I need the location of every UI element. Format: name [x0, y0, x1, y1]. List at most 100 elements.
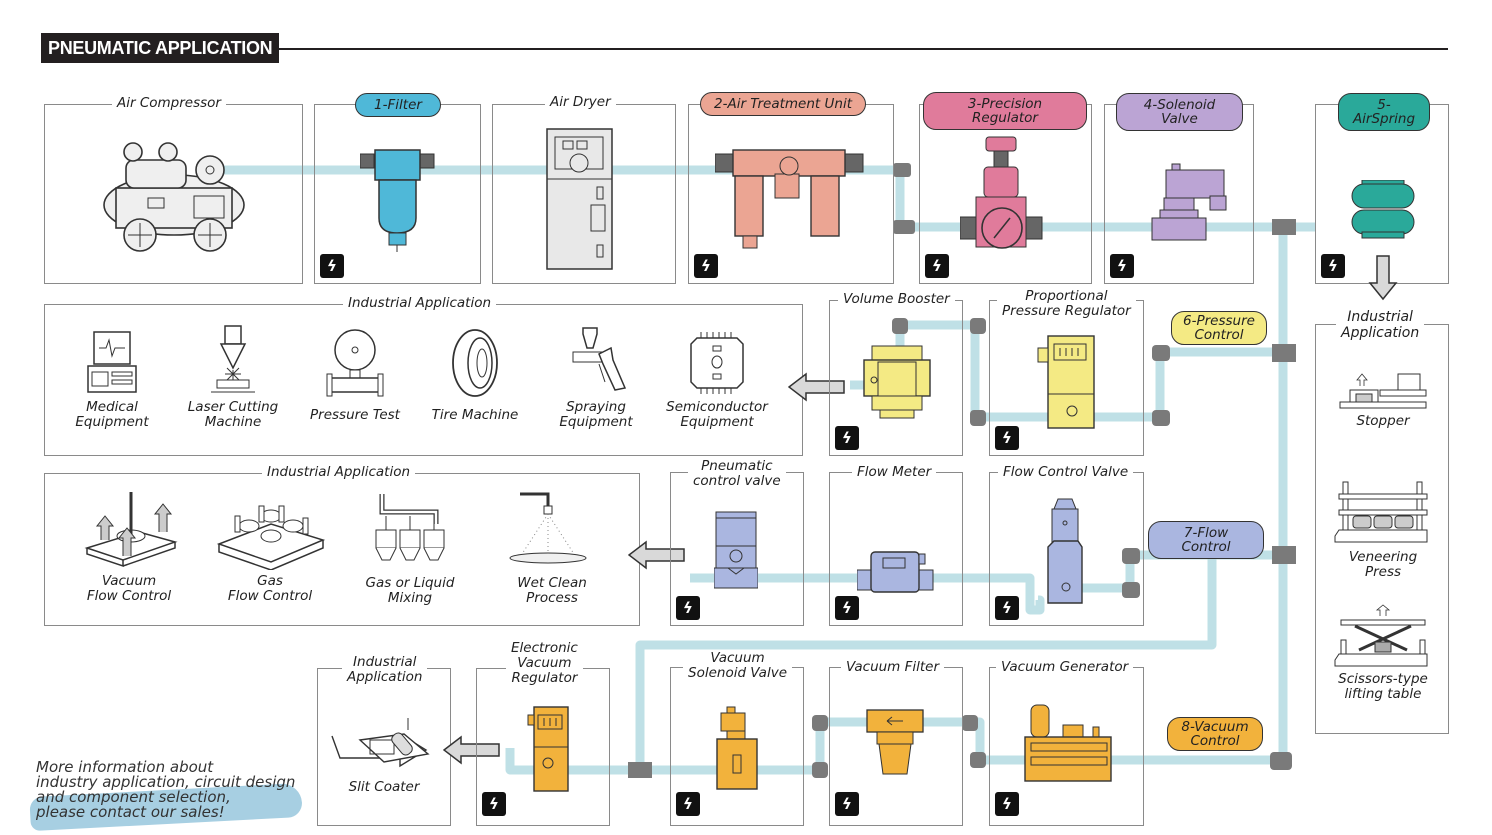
- product-link-badge[interactable]: ϟ: [835, 792, 859, 816]
- proportional-regulator-icon: [1037, 335, 1095, 429]
- fitting-elbow: [812, 762, 828, 778]
- arrow-left-icon: [788, 372, 845, 402]
- product-link-badge[interactable]: ϟ: [995, 792, 1019, 816]
- air-treatment-tag: 2-Air Treatment Unit: [700, 92, 866, 116]
- app-tire-machine: Tire Machine: [425, 328, 525, 423]
- app-medical-equipment: Medical Equipment: [62, 330, 162, 430]
- product-link-badge[interactable]: ϟ: [676, 792, 700, 816]
- fitting-elbow: [1122, 548, 1140, 564]
- flow-control-valve-label: Flow Control Valve: [998, 465, 1134, 480]
- volume-booster-label: Volume Booster: [838, 292, 955, 307]
- app-pressure-test: Pressure Test: [302, 328, 408, 423]
- fitting-tee: [1272, 344, 1296, 362]
- air-dryer-icon: [546, 128, 613, 270]
- arrow-left-icon: [443, 735, 500, 765]
- tire-icon: [452, 329, 498, 397]
- flow-meter-icon: [857, 551, 934, 593]
- vacuum-generator-label: Vacuum Generator: [996, 660, 1134, 675]
- app-wet-clean-process: Wet Clean Process: [500, 490, 604, 606]
- fitting-elbow: [1152, 345, 1170, 361]
- industrial-application-title: Industrial Application: [343, 296, 497, 311]
- flow-meter-label: Flow Meter: [852, 465, 937, 480]
- mixing-tanks-icon: [375, 494, 445, 561]
- vacuum-control-tag: 8-Vacuum Control: [1167, 717, 1263, 751]
- fitting-tee: [1272, 219, 1296, 235]
- precision-regulator-tag: 3-Precision Regulator: [923, 92, 1087, 130]
- air-treatment-icon: [715, 149, 864, 249]
- electronic-vacuum-regulator-icon: [527, 706, 569, 792]
- app-laser-cutting: Laser Cutting Machine: [178, 324, 288, 430]
- app-semiconductor-equipment: Semiconductor Equipment: [660, 330, 774, 430]
- filter-tag: 1-Filter: [355, 93, 441, 117]
- fitting-elbow: [812, 715, 828, 731]
- air-compressor-icon: [103, 142, 245, 252]
- page-title: PNEUMATIC APPLICATION: [41, 33, 280, 63]
- volume-booster-icon: [863, 345, 931, 419]
- airspring-industrial-title: Industrial Application: [1336, 309, 1425, 341]
- precision-regulator-icon: [960, 136, 1043, 249]
- medical-equipment-icon: [87, 331, 137, 393]
- solenoid-valve-tag: 4-Solenoid Valve: [1116, 93, 1243, 131]
- arrow-left-icon: [628, 540, 685, 570]
- industrial-application-title: Industrial Application: [262, 465, 416, 480]
- fitting-elbow: [893, 220, 915, 234]
- app-veneering-press: Veneering Press: [1328, 480, 1438, 580]
- product-link-badge[interactable]: ϟ: [835, 426, 859, 450]
- product-link-badge[interactable]: ϟ: [482, 792, 506, 816]
- flow-control-tag: 7-Flow Control: [1148, 521, 1264, 559]
- product-link-badge[interactable]: ϟ: [925, 254, 949, 278]
- arrow-down-icon: [1368, 255, 1398, 301]
- fitting-tee: [1272, 546, 1296, 564]
- vacuum-solenoid-valve-label: Vacuum Solenoid Valve: [683, 651, 793, 681]
- laser-cutting-icon: [211, 325, 255, 393]
- filter-icon: [360, 149, 435, 252]
- stopper-icon: [1339, 373, 1427, 409]
- app-gas-liquid-mixing: Gas or Liquid Mixing: [354, 490, 466, 606]
- header-divider: [276, 48, 1448, 50]
- fitting-elbow: [962, 715, 978, 731]
- contact-note: More information about industry applicat…: [36, 758, 296, 821]
- fitting-elbow: [970, 752, 986, 768]
- slit-coater-icon: [331, 718, 430, 768]
- electronic-vacuum-regulator-label: Electronic Vacuum Regulator: [506, 641, 583, 686]
- product-link-badge[interactable]: ϟ: [1110, 254, 1134, 278]
- vacuum-plate-icon: [84, 492, 178, 568]
- vacuum-solenoid-valve-icon: [716, 706, 758, 790]
- pressure-control-tag: 6-Pressure Control: [1171, 311, 1267, 345]
- veneering-press-icon: [1334, 481, 1428, 543]
- product-link-badge[interactable]: ϟ: [320, 254, 344, 278]
- product-link-badge[interactable]: ϟ: [835, 596, 859, 620]
- airspring-tag: 5-AirSpring: [1338, 93, 1430, 131]
- fitting-elbow: [970, 410, 986, 426]
- pneumatic-control-valve-label: Pneumatic control valve: [688, 459, 786, 489]
- app-scissor-lift-table: Scissors-type lifting table: [1328, 604, 1438, 702]
- fitting-elbow: [1122, 582, 1140, 598]
- fitting-elbow: [970, 318, 986, 334]
- fitting-elbow: [892, 318, 908, 334]
- chip-icon: [690, 332, 744, 394]
- solenoid-valve-icon: [1151, 163, 1227, 241]
- product-link-badge[interactable]: ϟ: [995, 426, 1019, 450]
- fitting-elbow: [1152, 410, 1170, 426]
- app-vacuum-flow-control: Vacuum Flow Control: [74, 490, 184, 604]
- product-link-badge[interactable]: ϟ: [995, 596, 1019, 620]
- spray-gun-icon: [572, 327, 627, 391]
- air-compressor-label: Air Compressor: [112, 96, 226, 111]
- app-stopper: Stopper: [1328, 370, 1438, 429]
- spray-nozzle-icon: [509, 492, 587, 564]
- product-link-badge[interactable]: ϟ: [1321, 254, 1345, 278]
- pipe-flow-branch: [635, 555, 1217, 770]
- vacuum-generator-icon: [1024, 704, 1112, 782]
- pressure-gauge-icon: [326, 329, 384, 397]
- app-slit-coater: Slit Coater: [330, 714, 438, 795]
- proportional-regulator-label: Proportional Pressure Regulator: [997, 289, 1136, 319]
- flow-control-valve-icon: [1047, 498, 1083, 604]
- product-link-badge[interactable]: ϟ: [694, 254, 718, 278]
- scissor-lift-icon: [1334, 604, 1428, 667]
- pneumatic-control-valve-icon: [714, 511, 758, 589]
- industrial-application-title: Industrial Application: [342, 655, 428, 685]
- vacuum-filter-icon: [866, 709, 924, 775]
- app-gas-flow-control: Gas Flow Control: [212, 494, 328, 604]
- fitting-elbow: [893, 163, 911, 177]
- product-link-badge[interactable]: ϟ: [676, 596, 700, 620]
